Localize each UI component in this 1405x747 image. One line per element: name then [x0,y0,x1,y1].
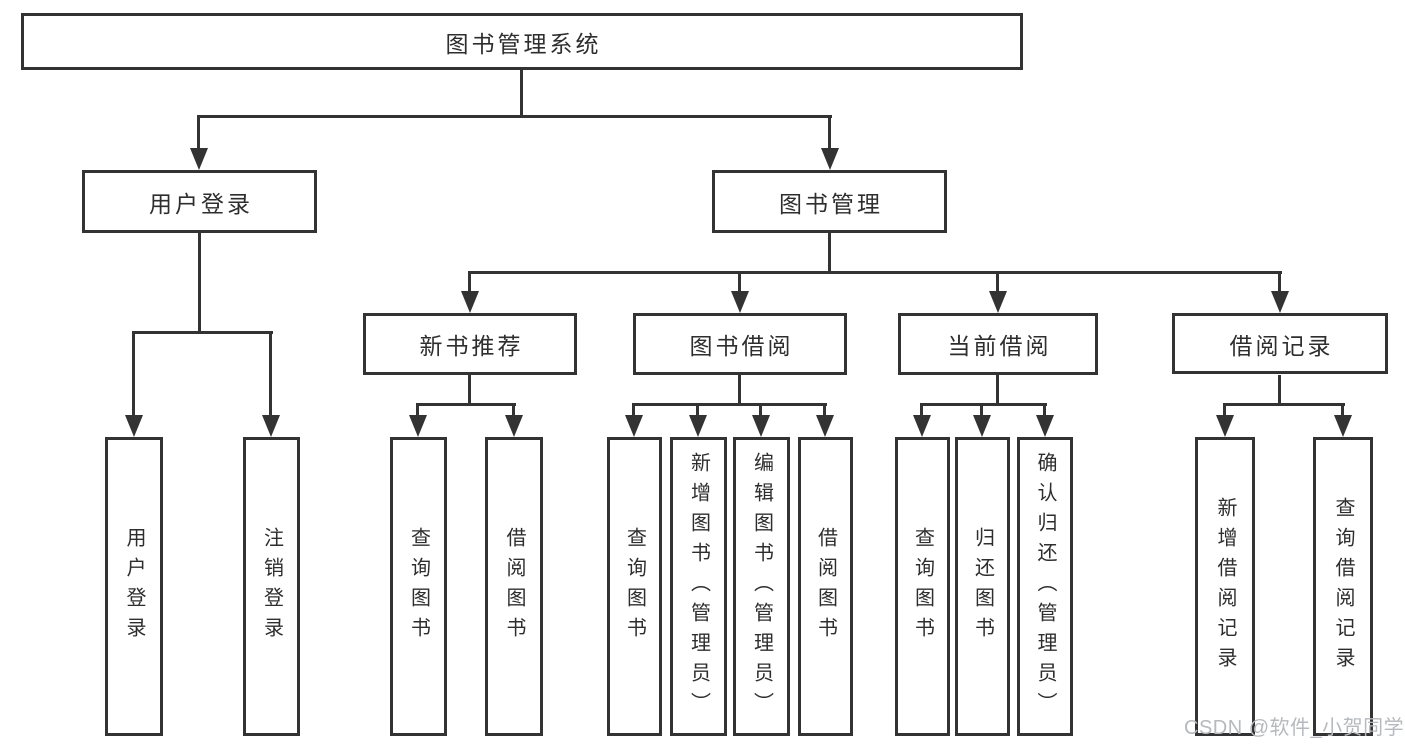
edge-drop [1043,403,1046,419]
node-label: 编辑图书（管理员） [750,451,773,722]
leaf-add-book-admin: 新增图书（管理员） [670,437,727,736]
leaf-borrow-books-recommend: 借阅图书 [485,437,543,736]
edge-drop [828,115,831,152]
edge-drop [468,271,471,293]
edge-bar [132,331,273,334]
arrowhead-down-icon [461,291,479,313]
node-label: 注销登录 [260,526,283,647]
arrowhead-down-icon [125,415,143,437]
node-label: 图书管理 [779,190,883,217]
edge-stem [996,375,999,406]
leaf-query-borrow-record: 查询借阅记录 [1313,437,1373,736]
arrowhead-down-icon [821,148,839,170]
arrowhead-down-icon [409,415,427,437]
node-label: 查询图书 [623,526,646,647]
edge-bar [1223,403,1345,406]
edge-bar [468,271,1282,274]
edge-bar [632,403,827,406]
leaf-return-book: 归还图书 [955,437,1010,736]
arrowhead-down-icon [625,415,643,437]
node-label: 借阅图书 [503,526,525,647]
arrowhead-down-icon [262,415,280,437]
leaf-confirm-return-admin: 确认归还（管理员） [1017,437,1073,736]
edge-stem [198,233,201,334]
edge-drop [197,115,200,152]
node-label: 新书推荐 [419,333,524,359]
node-label: 当前借阅 [947,333,1052,359]
edge-root-bar [197,115,832,118]
node-root-library-system: 图书管理系统 [21,13,1023,70]
node-label: 用户登录 [123,526,145,647]
node-label: 借阅图书 [814,526,837,647]
leaf-query-books-recommend: 查询图书 [390,437,447,736]
edge-drop [632,403,635,419]
edge-stem [1278,375,1281,406]
arrowhead-down-icon [190,148,208,170]
edge-bar [416,403,516,406]
edge-drop [512,403,515,419]
arrowhead-down-icon [816,415,834,437]
edge-drop [920,403,923,419]
edge-drop [132,331,135,419]
leaf-query-books-borrowing: 查询图书 [607,437,662,736]
arrowhead-down-icon [1271,291,1289,313]
leaf-add-borrow-record: 新增借阅记录 [1195,437,1255,736]
leaf-query-books-current: 查询图书 [895,437,950,736]
node-label: 图书借阅 [689,333,794,359]
node-label: 图书管理系统 [445,30,602,57]
arrowhead-down-icon [731,291,749,313]
arrowhead-down-icon [1216,415,1234,437]
arrowhead-down-icon [1334,415,1352,437]
node-label: 借阅记录 [1229,332,1334,359]
edge-drop [416,403,419,419]
node-label: 确认归还（管理员） [1034,451,1056,722]
edge-drop [738,271,741,293]
node-label: 查询图书 [407,526,430,647]
edge-drop [269,331,272,419]
csdn-watermark: CSDN @软件_小贺同学 [1184,717,1405,739]
leaf-logout: 注销登录 [243,437,300,736]
arrowhead-down-icon [913,415,931,437]
node-borrowing-records: 借阅记录 [1172,313,1388,374]
edge-drop [1223,403,1226,419]
node-label: 查询图书 [911,526,934,647]
node-label: 用户登录 [149,190,253,217]
edge-drop [1278,271,1281,293]
edge-drop [696,403,699,419]
edge-root-stem [520,70,523,117]
leaf-user-login: 用户登录 [105,437,163,736]
node-new-book-recommend: 新书推荐 [363,313,577,375]
node-book-borrowing: 图书借阅 [633,313,847,375]
arrowhead-down-icon [973,415,991,437]
edge-drop [823,403,826,419]
node-label: 归还图书 [971,526,994,647]
node-label: 查询借阅记录 [1332,496,1354,677]
leaf-edit-book-admin: 编辑图书（管理员） [733,437,790,736]
leaf-borrow-books: 借阅图书 [798,437,853,736]
edge-drop [1341,403,1344,419]
arrowhead-down-icon [505,415,523,437]
node-label: 新增借阅记录 [1214,496,1236,677]
edge-stem [828,233,831,274]
edge-stem [468,375,471,406]
edge-drop [996,271,999,293]
node-book-management: 图书管理 [712,170,947,233]
edge-stem [738,375,741,406]
arrowhead-down-icon [989,291,1007,313]
node-current-borrowing: 当前借阅 [898,313,1098,375]
arrowhead-down-icon [689,415,707,437]
node-label: 新增图书（管理员） [687,451,710,722]
edge-drop [980,403,983,419]
node-user-login: 用户登录 [82,170,317,233]
arrowhead-down-icon [1036,415,1054,437]
edge-bar [920,403,1047,406]
edge-drop [759,403,762,419]
arrowhead-down-icon [752,415,770,437]
